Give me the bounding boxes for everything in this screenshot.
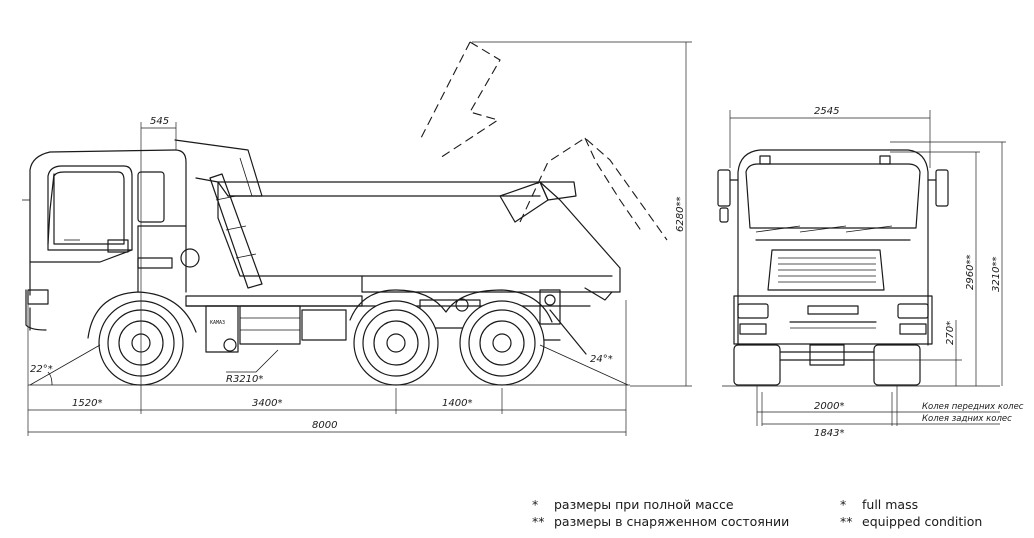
- front-track-dimension: 2000* Колея передних колес: [757, 401, 1024, 413]
- rear-wheel-1: [353, 300, 439, 386]
- legend-ru-mark-1: *: [532, 497, 539, 512]
- front-right-tire: [873, 344, 921, 386]
- rear-track-caption: Колея задних колес: [922, 414, 1012, 424]
- side-view: КАМАЗ 22°*: [22, 41, 692, 436]
- overall-length-label: 8000: [312, 420, 337, 431]
- length-dimensions: 1520* 3400* 1400* 8000: [28, 398, 626, 433]
- raised-body-outline: [419, 41, 668, 241]
- legend-ru-equipped: ** размеры в снаряженном состоянии: [532, 513, 789, 530]
- approach-angle-label: 22°*: [30, 364, 53, 375]
- badge-label: КАМАЗ: [210, 320, 225, 326]
- front-axle: [779, 344, 875, 366]
- legend-ru-text-1: размеры при полной массе: [554, 497, 734, 512]
- legend-russian: * размеры при полной массе ** размеры в сн…: [532, 496, 789, 530]
- departure-angle: 24°*: [539, 344, 629, 386]
- overall-width-dimension: 2545: [729, 106, 931, 168]
- ground-clearance-dimension: 270*: [860, 320, 962, 386]
- legend-english: * full mass ** equipped condition: [840, 496, 982, 530]
- cab-offset-label: 545: [150, 116, 169, 127]
- ground-clearance-label: 270*: [945, 321, 956, 345]
- left-mirror: [717, 169, 739, 223]
- wheelbase-1-label: 3400*: [252, 398, 282, 409]
- legend-ru-full-mass: * размеры при полной массе: [532, 496, 789, 513]
- cab: [22, 149, 200, 331]
- rear-fender: [349, 289, 553, 323]
- legend-en-full-mass: * full mass: [840, 496, 982, 513]
- right-mirror: [927, 169, 949, 207]
- turning-radius: R3210*: [226, 349, 279, 385]
- rear-track-label: 1843*: [814, 428, 844, 439]
- cab-offset-dimension: 545: [141, 116, 176, 129]
- overall-height-label: 3210**: [991, 257, 1002, 292]
- cab-height-label: 2960**: [965, 255, 976, 290]
- legend-en-mark-1: *: [840, 497, 847, 512]
- approach-angle: 22°*: [29, 344, 101, 386]
- departure-angle-label: 24°*: [590, 354, 613, 365]
- tipper-body: [174, 139, 621, 301]
- front-track-label: 2000*: [814, 401, 844, 412]
- overall-height-dimension: 3210**: [991, 142, 1003, 386]
- legend-en-equipped: ** equipped condition: [840, 513, 982, 530]
- rear-track-dimension: 1843* Колея задних колес: [762, 414, 1012, 439]
- legend-ru-text-2: размеры в снаряженном состоянии: [554, 514, 790, 529]
- front-cab-outline: [737, 149, 929, 346]
- tipping-height-dimension: 6280**: [472, 41, 692, 387]
- tipping-height-label: 6280**: [675, 197, 686, 232]
- front-view: 2545 3210** 2960** 270* 2000* Колея пере…: [717, 106, 1024, 439]
- legend-en-text-1: full mass: [862, 497, 919, 512]
- rear-wheel-2: [459, 300, 545, 386]
- front-fender: [87, 291, 197, 339]
- wheelbase-2-label: 1400*: [442, 398, 472, 409]
- front-overhang-label: 1520*: [72, 398, 102, 409]
- front-grille: [755, 239, 911, 291]
- legend-en-mark-2: **: [840, 514, 853, 529]
- legend-en-text-2: equipped condition: [862, 514, 983, 529]
- overall-width-label: 2545: [814, 106, 839, 117]
- legend-ru-mark-2: **: [532, 514, 545, 529]
- hydraulic-cylinder: [209, 173, 263, 289]
- front-track-caption: Колея передних колес: [922, 402, 1024, 412]
- turning-radius-label: R3210*: [226, 374, 263, 385]
- cab-height-dimension: 2960**: [965, 152, 977, 386]
- front-left-tire: [733, 344, 781, 386]
- front-bumper: [733, 295, 933, 345]
- windshield: [745, 163, 921, 229]
